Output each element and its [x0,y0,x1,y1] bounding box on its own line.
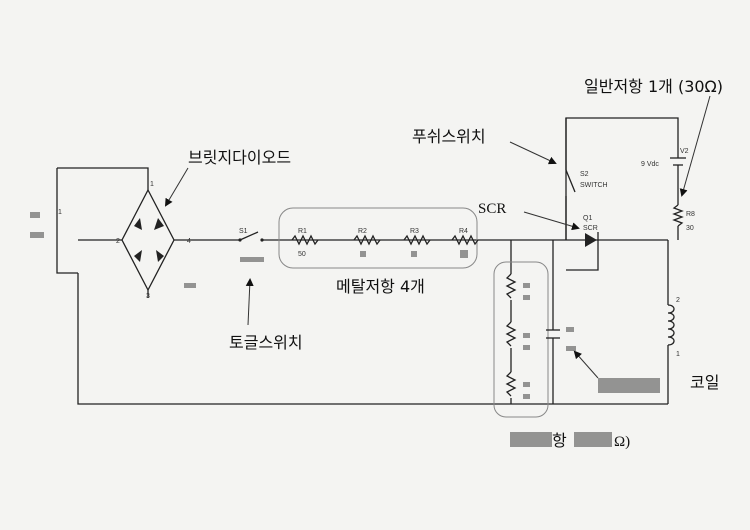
battery-value: 9 Vdc [641,161,659,168]
coil-node-bottom: 1 [676,351,680,358]
label-bottom-resistors-suffix: Ω) [614,434,630,450]
metal-r1-ref: R1 [298,228,307,235]
metal-resistors: R1 50 R2 R3 R4 [278,207,479,269]
wires [56,117,679,405]
toggle-ref: S1 [239,228,248,235]
annotation-arrows [164,95,711,379]
label-push-switch: 푸쉬스위치 [412,127,486,146]
label-scr: SCR [478,201,506,217]
scr-component: Q1 SCR [583,215,605,248]
metal-r1-value: 50 [298,251,306,258]
label-bottom-resistors-partial: 항 [552,431,567,450]
label-toggle-switch: 토글스위치 [229,333,303,352]
label-bottom-resistors: 항 Ω) [510,431,630,450]
metal-r2-ref: R2 [358,228,367,235]
arrow-general-resistor [679,95,711,197]
push-switch: S2 SWITCH [565,118,608,240]
label-coil: 코일 [690,373,719,392]
bottom-resistors-outline [493,261,549,418]
metal-r4-ref: R4 [459,228,468,235]
general-resistor: R8 30 [672,204,695,232]
coil-node-top: 2 [676,297,680,304]
r30-ref: R8 [686,211,695,218]
battery-ref: V2 [680,148,689,155]
metal-r3-ref: R3 [410,228,419,235]
scr-type: SCR [583,225,598,232]
label-metal-resistors: 메탈저항 4개 [336,277,425,296]
arrow-bridge [164,167,189,207]
battery: V2 9 Vdc [641,148,689,175]
r30-value: 30 [686,225,694,232]
bridge-part-label: 1 [58,209,62,216]
push-ref: S2 [580,171,589,178]
redacted-capacitor-label [598,378,660,393]
arrow-scr [523,211,580,231]
bridge-node-a: 2 [116,238,120,245]
toggle-switch: S1 [184,228,264,288]
arrow-toggle [245,278,254,326]
push-type: SWITCH [580,182,608,189]
arrow-capacitor [573,350,599,379]
bridge-node-b: 4 [187,238,191,245]
arrow-push-switch [509,141,557,165]
metal-resistors-outline [278,207,478,269]
bridge-diode: 1 2 4 1 3 [30,181,191,300]
bottom-resistors [493,261,549,418]
capacitor [546,327,576,351]
coil: 2 1 [662,297,680,358]
label-bridge-diode: 브릿지다이오드 [188,148,291,167]
bridge-node-c: 1 [150,181,154,188]
bridge-node-d: 3 [146,293,150,300]
scr-ref: Q1 [583,215,592,222]
label-general-resistor: 일반저항 1개 (30Ω) [584,77,723,96]
